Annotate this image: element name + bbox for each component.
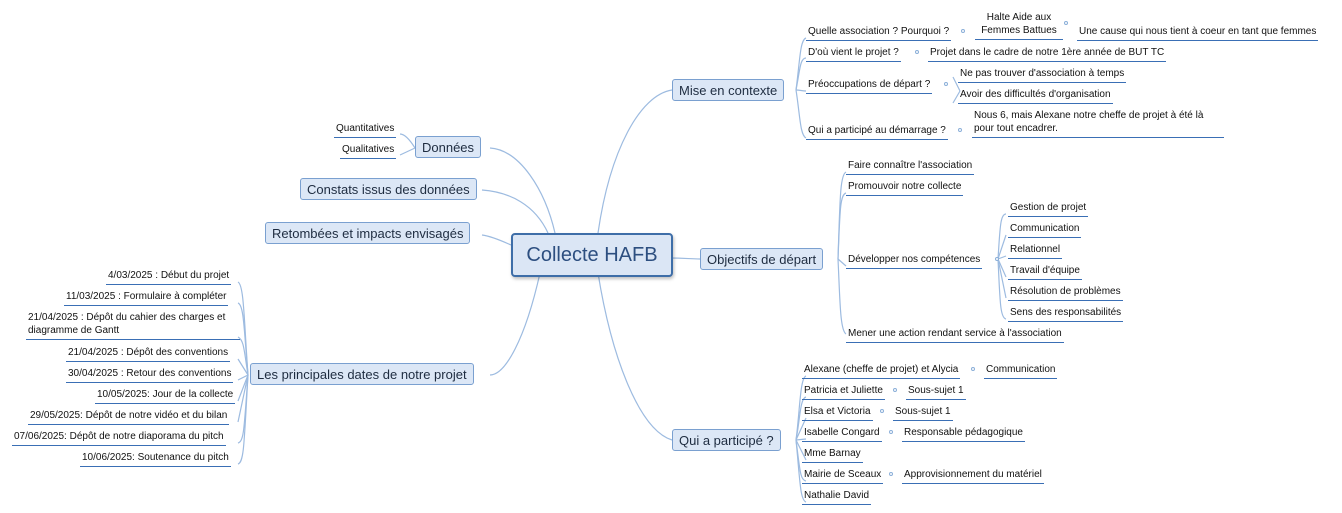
participant-role[interactable]: Approvisionnement du matériel bbox=[902, 468, 1044, 484]
node-dot bbox=[889, 472, 893, 476]
constats-topic[interactable]: Constats issus des données bbox=[300, 178, 477, 200]
node-dot bbox=[971, 367, 975, 371]
objectifs-topic[interactable]: Objectifs de départ bbox=[700, 248, 824, 270]
node-dot bbox=[915, 50, 919, 54]
participant-role[interactable]: Sous-sujet 1 bbox=[893, 405, 953, 421]
competence-item[interactable]: Communication bbox=[1008, 222, 1082, 238]
competence-item[interactable]: Travail d'équipe bbox=[1008, 264, 1082, 280]
mise-en-contexte-topic[interactable]: Mise en contexte bbox=[672, 79, 785, 101]
node-dot bbox=[995, 257, 999, 261]
participants-topic[interactable]: Qui a participé ? bbox=[672, 429, 781, 451]
node-dot bbox=[880, 409, 884, 413]
participant-item[interactable]: Isabelle Congard bbox=[802, 426, 882, 442]
contexte-question-association[interactable]: Quelle association ? Pourquoi ? bbox=[806, 25, 952, 41]
participant-item[interactable]: Nathalie David bbox=[802, 489, 872, 505]
participant-item[interactable]: Mairie de Sceaux bbox=[802, 468, 884, 484]
qualitatives-leaf[interactable]: Qualitatives bbox=[340, 143, 397, 159]
node-dot bbox=[893, 388, 897, 392]
contexte-question-demarrage[interactable]: Qui a participé au démarrage ? bbox=[806, 124, 948, 140]
association-reason-leaf[interactable]: Une cause qui nous tient à coeur en tant… bbox=[1077, 25, 1319, 41]
competence-item[interactable]: Résolution de problèmes bbox=[1008, 285, 1123, 301]
competence-item[interactable]: Sens des responsabilités bbox=[1008, 306, 1124, 322]
date-item[interactable]: 11/03/2025 : Formulaire à compléter bbox=[64, 290, 229, 306]
preoccupation-leaf[interactable]: Avoir des difficultés d'organisation bbox=[958, 88, 1113, 104]
date-item[interactable]: 21/04/2025 : Dépôt du cahier des charges… bbox=[26, 311, 240, 340]
central-topic[interactable]: Collecte HAFB bbox=[511, 233, 673, 277]
dates-topic[interactable]: Les principales dates de notre projet bbox=[250, 363, 474, 385]
objectif-item-competences[interactable]: Développer nos compétences bbox=[846, 253, 983, 269]
participant-role[interactable]: Responsable pédagogique bbox=[902, 426, 1025, 442]
quantitatives-leaf[interactable]: Quantitatives bbox=[334, 122, 397, 138]
participant-item[interactable]: Mme Barnay bbox=[802, 447, 863, 463]
date-item[interactable]: 10/05/2025: Jour de la collecte bbox=[95, 388, 236, 404]
participant-item[interactable]: Elsa et Victoria bbox=[802, 405, 873, 421]
contexte-question-preoccupations[interactable]: Préoccupations de départ ? bbox=[806, 78, 933, 94]
objectif-item[interactable]: Mener une action rendant service à l'ass… bbox=[846, 327, 1064, 343]
date-item[interactable]: 07/06/2025: Dépôt de notre diaporama du … bbox=[12, 430, 226, 446]
node-dot bbox=[944, 82, 948, 86]
objectif-item[interactable]: Promouvoir notre collecte bbox=[846, 180, 964, 196]
preoccupation-leaf[interactable]: Ne pas trouver d'association à temps bbox=[958, 67, 1127, 83]
node-dot bbox=[958, 128, 962, 132]
origine-answer-leaf[interactable]: Projet dans le cadre de notre 1ère année… bbox=[928, 46, 1167, 62]
date-item[interactable]: 21/04/2025 : Dépôt des conventions bbox=[66, 346, 231, 362]
contexte-question-origine[interactable]: D'où vient le projet ? bbox=[806, 46, 901, 62]
date-item[interactable]: 10/06/2025: Soutenance du pitch bbox=[80, 451, 231, 467]
participant-role[interactable]: Communication bbox=[984, 363, 1058, 379]
donnees-topic[interactable]: Données bbox=[415, 136, 482, 158]
node-dot bbox=[961, 29, 965, 33]
competence-item[interactable]: Relationnel bbox=[1008, 243, 1063, 259]
retombees-topic[interactable]: Retombées et impacts envisagés bbox=[265, 222, 471, 244]
association-name-leaf[interactable]: Halte Aide aux Femmes Battues bbox=[975, 11, 1063, 40]
node-dot bbox=[889, 430, 893, 434]
participant-role[interactable]: Sous-sujet 1 bbox=[906, 384, 966, 400]
date-item[interactable]: 30/04/2025 : Retour des conventions bbox=[66, 367, 234, 383]
node-dot bbox=[1064, 21, 1068, 25]
participant-item[interactable]: Patricia et Juliette bbox=[802, 384, 885, 400]
date-item[interactable]: 4/03/2025 : Début du projet bbox=[106, 269, 232, 285]
date-item[interactable]: 29/05/2025: Dépôt de notre vidéo et du b… bbox=[28, 409, 230, 425]
objectif-item[interactable]: Faire connaître l'association bbox=[846, 159, 975, 175]
competence-item[interactable]: Gestion de projet bbox=[1008, 201, 1089, 217]
demarrage-answer-leaf[interactable]: Nous 6, mais Alexane notre cheffe de pro… bbox=[972, 109, 1224, 138]
participant-item[interactable]: Alexane (cheffe de projet) et Alycia bbox=[802, 363, 961, 379]
